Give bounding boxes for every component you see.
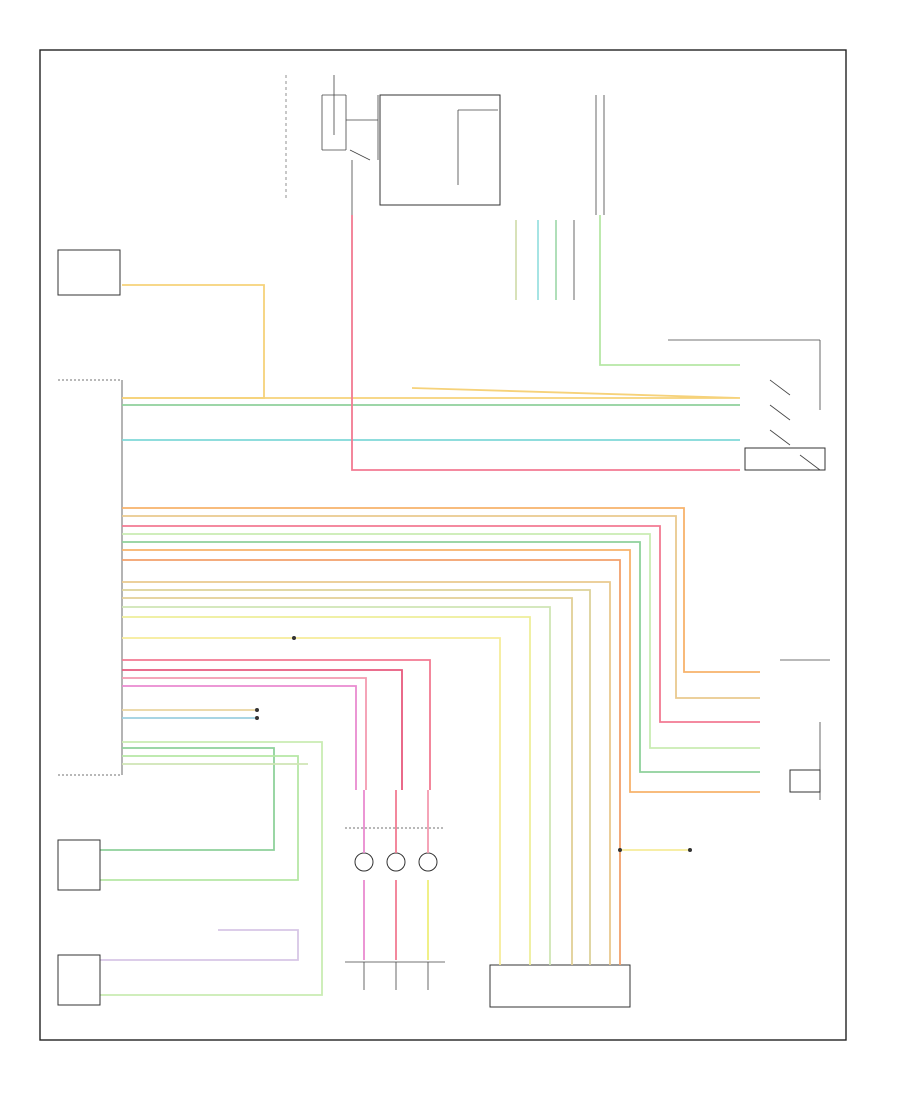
- wire-green-out-2: [100, 747, 275, 851]
- ignition-switch-top: [321, 75, 501, 215]
- wire-pink-main: [351, 215, 740, 471]
- wire-magenta: [122, 685, 357, 790]
- wire-lightgreen-right: [599, 215, 740, 366]
- wire-pink-5: [122, 677, 367, 790]
- fuse-top-right: [595, 95, 605, 215]
- output-speed-sensor: [57, 839, 101, 891]
- wire-violet: [100, 929, 299, 961]
- wire-orange-3: [122, 559, 621, 915]
- wire-tan-3: [122, 589, 591, 915]
- wire-yellow-long: [122, 387, 741, 399]
- wire-orange-1: [122, 507, 760, 673]
- wire-pink-3: [122, 659, 431, 790]
- wire-green-out-1: [100, 741, 323, 996]
- power-train-module: [58, 379, 123, 776]
- wire-green-out-3: [100, 755, 299, 881]
- cluster-pin-wires: [499, 915, 621, 965]
- speed-control-switch: [345, 827, 445, 990]
- diagram-frame: [39, 49, 847, 1041]
- wire-pink-2: [122, 525, 760, 723]
- wire-pink-4: [122, 669, 403, 790]
- wire-tan-4: [122, 597, 573, 915]
- wire-green-2: [122, 533, 760, 749]
- clutch-switch: [57, 249, 121, 296]
- wire-green-3: [122, 541, 760, 773]
- wire-tan-1: [122, 515, 760, 699]
- wire-yellow-splice: [122, 637, 501, 915]
- wire-orange-2: [122, 549, 760, 793]
- center-connector: [515, 220, 575, 300]
- right-connector: [780, 659, 830, 800]
- input-speed-sensor: [57, 954, 101, 1006]
- wire-paleyellow: [122, 616, 531, 915]
- wire-lightgreen-3: [122, 606, 551, 915]
- instrument-cluster: [489, 964, 631, 1008]
- wire-tan-2: [122, 581, 611, 915]
- wire-yellow-clutch: [122, 284, 265, 399]
- junction-right: [668, 339, 826, 471]
